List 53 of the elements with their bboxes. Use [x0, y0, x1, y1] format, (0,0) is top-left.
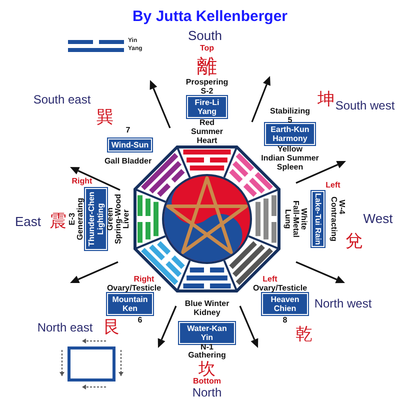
direction-label: West — [363, 212, 393, 226]
trigram-box: Water-Kan Yin — [179, 322, 235, 344]
number-label: E-3 — [68, 212, 77, 226]
chinese-character: 巽 — [96, 108, 114, 128]
direction-label: North west — [314, 297, 372, 311]
trigram-box: Fire-Li Yang — [187, 96, 227, 118]
direction-label: South — [188, 28, 222, 44]
text-label: Indian Summer — [261, 154, 319, 164]
position-label: Right — [72, 178, 92, 186]
chinese-character: 兌 — [346, 232, 362, 252]
chinese-character: 震 — [50, 212, 66, 232]
position-label: Top — [200, 44, 214, 54]
text-label: Liver — [122, 209, 132, 229]
direction-label: South east — [33, 93, 91, 107]
chinese-character: 艮 — [104, 318, 120, 338]
chinese-character: 坎 — [198, 360, 216, 380]
position-label: Left — [262, 276, 278, 284]
chinese-character: 坤 — [318, 90, 334, 110]
text-label: Gall Bladder — [104, 158, 152, 166]
text-label: Blue Winter Kidney — [184, 300, 230, 318]
text-label: Spring-Wood — [114, 194, 123, 244]
title: By Jutta Kellenberger — [132, 8, 288, 26]
number-label: S-2 — [200, 88, 214, 96]
text-label: Green — [106, 207, 115, 231]
position-label: Bottom — [193, 378, 221, 386]
text-label: Yellow — [278, 146, 302, 154]
trigram-box: Lake-Tui Rain — [312, 191, 324, 247]
position-label: Right — [134, 276, 154, 284]
number-label: 6 — [138, 316, 142, 326]
position-label: Left — [326, 182, 340, 190]
text-label: Stabilizing — [270, 108, 310, 116]
direction-label: North east — [37, 321, 93, 335]
text-label: Lung — [282, 209, 292, 229]
trigram-box: Heaven Chien — [262, 293, 308, 315]
text-label: Fall-Metal — [291, 200, 300, 238]
direction-label: East — [15, 214, 41, 230]
trigram-box: Thunder-Chen Lighting — [85, 188, 107, 250]
text-label: Prospering — [186, 78, 228, 88]
chinese-character: 乾 — [296, 326, 312, 344]
trigram-box: Earth-Kun Harmony — [265, 123, 315, 145]
number-label: N-1 — [200, 344, 214, 352]
direction-label: North — [192, 386, 222, 400]
number-label: 8 — [282, 316, 288, 326]
text-label: Gathering — [188, 352, 226, 360]
text-label: Spleen — [276, 164, 304, 172]
direction-label: South west — [335, 99, 395, 113]
trigram-box: Mountain Ken — [107, 293, 153, 315]
number-label: W-4 — [337, 200, 346, 214]
trigram-box: Wind-Sun — [108, 138, 152, 152]
number-label: 7 — [126, 126, 130, 136]
chinese-character: 離 — [197, 55, 217, 77]
text-label: White — [299, 208, 308, 230]
text-label: Red Summer Heart — [190, 118, 224, 146]
